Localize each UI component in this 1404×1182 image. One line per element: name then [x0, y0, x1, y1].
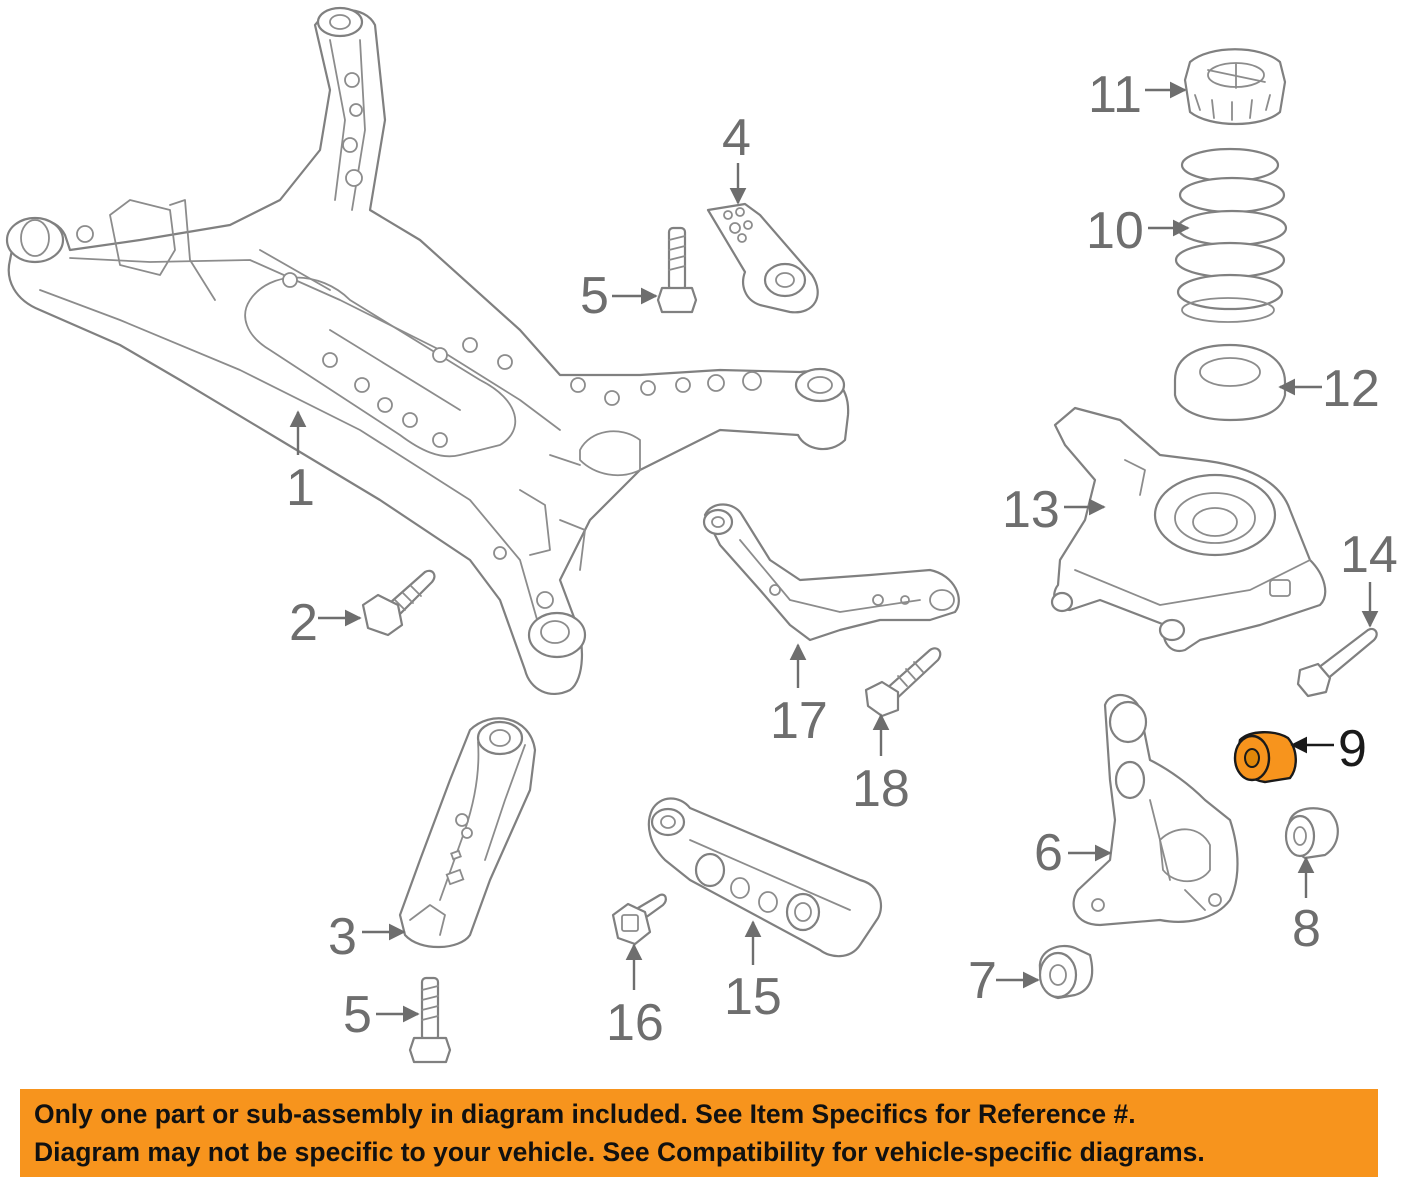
callout-arrows — [289, 81, 1379, 1023]
part-15-lower-link — [647, 797, 883, 958]
parts-diagram: 1 2 3 4 5 5 6 7 8 9 10 11 12 13 14 15 16… — [5, 6, 1398, 1064]
part-1-subframe — [5, 6, 850, 695]
part-3-lower-arm — [398, 717, 537, 949]
callout-5-bottom: 5 — [343, 986, 372, 1044]
part-17-upper-arm — [702, 503, 960, 642]
callout-7: 7 — [968, 952, 997, 1010]
callout-16: 16 — [606, 994, 664, 1052]
part-7-bushing — [1038, 944, 1094, 1000]
part-8-bushing — [1284, 807, 1339, 860]
callout-18: 18 — [852, 760, 910, 818]
callout-5-top: 5 — [580, 267, 609, 325]
part-11-spring-seat — [1183, 48, 1287, 126]
part-12-lower-seat — [1173, 343, 1287, 422]
callout-10: 10 — [1086, 202, 1144, 260]
callout-6: 6 — [1034, 824, 1063, 882]
part-10-coil-spring — [1174, 147, 1288, 323]
part-5-bolt-bottom — [408, 976, 452, 1064]
part-4-bracket — [706, 202, 819, 314]
callout-11: 11 — [1088, 66, 1142, 124]
part-9-bushing-highlighted — [1233, 731, 1297, 784]
callout-17: 17 — [770, 692, 828, 750]
part-18-bolt — [864, 647, 942, 718]
callout-8: 8 — [1292, 900, 1321, 958]
notice-line-1: Only one part or sub-assembly in diagram… — [34, 1099, 1136, 1129]
notice-line-2: Diagram may not be specific to your vehi… — [34, 1137, 1205, 1167]
part-6-knuckle — [1072, 694, 1239, 927]
part-13-axle-carrier — [1050, 406, 1327, 653]
callout-12: 12 — [1322, 360, 1380, 418]
notice-banner: Only one part or sub-assembly in diagram… — [20, 1089, 1378, 1177]
callout-3: 3 — [328, 908, 357, 966]
callout-14: 14 — [1340, 526, 1398, 584]
callout-15: 15 — [724, 968, 782, 1026]
part-14-bolt — [1296, 627, 1378, 698]
callout-9: 9 — [1338, 720, 1367, 778]
part-5-bolt-top — [656, 226, 698, 314]
callout-2: 2 — [289, 594, 318, 652]
part-2-bolt — [361, 569, 436, 637]
callout-numbers: 1 2 3 4 5 5 6 7 8 9 10 11 12 13 14 15 16… — [286, 66, 1398, 1052]
callout-1: 1 — [286, 459, 315, 517]
callout-4: 4 — [722, 109, 751, 167]
callout-13: 13 — [1002, 481, 1060, 539]
part-16-bolt — [611, 893, 667, 946]
